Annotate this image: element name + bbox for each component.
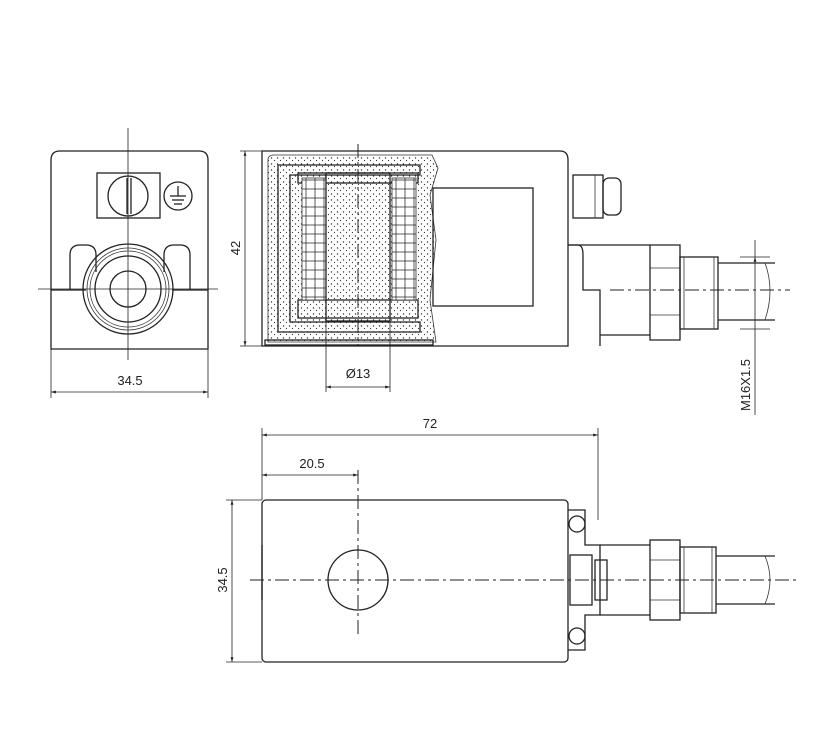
front-body-outline bbox=[50, 150, 209, 350]
front-width-label: 34.5 bbox=[117, 373, 142, 388]
top-width-label: 34.5 bbox=[215, 567, 230, 592]
left-lug bbox=[69, 244, 97, 290]
coil-winding-right bbox=[391, 177, 417, 301]
bore-dimension: Ø13 bbox=[325, 321, 391, 392]
top-width-dimension: 34.5 bbox=[215, 499, 262, 663]
offset-dimension: 20.5 bbox=[262, 456, 358, 477]
offset-label: 20.5 bbox=[299, 456, 324, 471]
top-body-outline bbox=[261, 499, 569, 663]
bore-label: Ø13 bbox=[346, 366, 371, 381]
cable-gland-side bbox=[649, 244, 775, 341]
ground-symbol-icon bbox=[163, 181, 193, 211]
length-label: 72 bbox=[423, 416, 437, 431]
front-width-dimension: 34.5 bbox=[50, 349, 209, 398]
top-view: 72 20.5 34.5 bbox=[215, 416, 800, 663]
height-dimension: 42 bbox=[228, 150, 262, 347]
terminal-screw-icon bbox=[96, 172, 161, 219]
terminal-block bbox=[432, 187, 534, 307]
length-dimension: 72 bbox=[261, 416, 599, 520]
thread-label: M16X1.5 bbox=[738, 359, 753, 411]
thread-dimension: M16X1.5 bbox=[738, 240, 770, 415]
connector-top bbox=[572, 174, 622, 219]
side-view: 42 Ø13 M16X1.5 bbox=[228, 144, 790, 415]
front-view: 34.5 bbox=[38, 128, 218, 398]
right-lug bbox=[163, 244, 191, 290]
coil-winding-left bbox=[301, 177, 327, 301]
side-body-outline bbox=[261, 150, 569, 347]
height-label: 42 bbox=[228, 241, 243, 255]
